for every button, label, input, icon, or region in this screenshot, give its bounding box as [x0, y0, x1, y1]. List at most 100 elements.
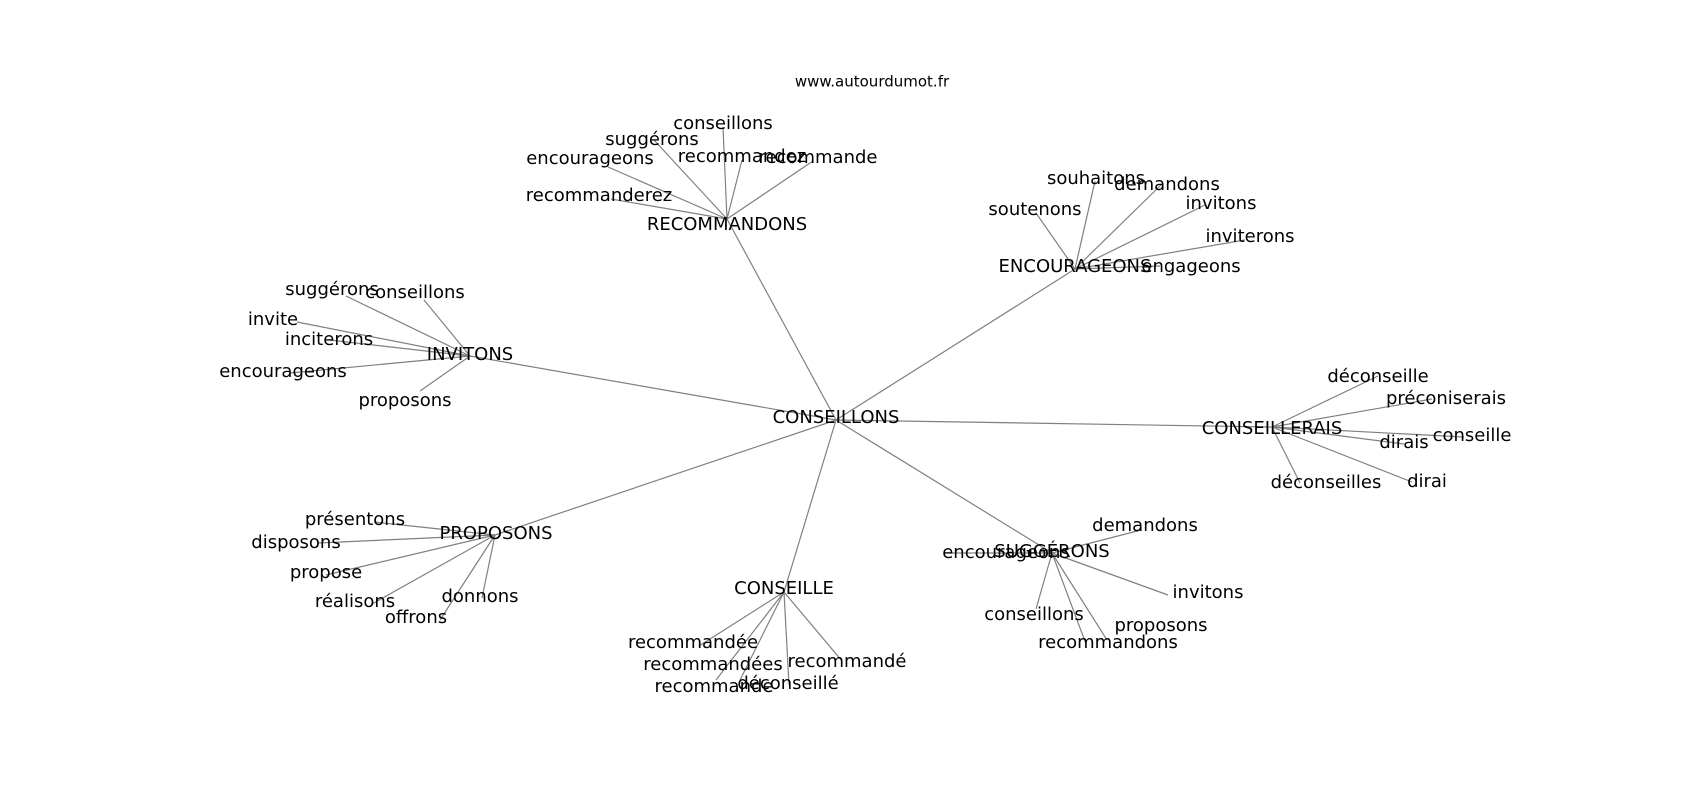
- word-node-label[interactable]: suggérons: [605, 129, 699, 150]
- word-node-label[interactable]: conseillons: [984, 604, 1084, 625]
- edge-center-hub: [469, 355, 837, 421]
- graph-labels: www.autourdumot.fr conseillonssuggéronse…: [219, 73, 1511, 698]
- word-node-label[interactable]: encourageons: [942, 542, 1070, 563]
- edge-hub-word: [715, 591, 785, 681]
- edge-center-hub: [835, 419, 1273, 428]
- word-node-label[interactable]: recommandées: [643, 654, 782, 675]
- edge-center-hub: [726, 218, 837, 421]
- word-node-label[interactable]: déconseillé: [737, 673, 838, 694]
- edge-hub-word: [1035, 552, 1053, 610]
- word-node-label[interactable]: réalisons: [315, 591, 395, 612]
- word-node-label[interactable]: déconseille: [1327, 366, 1428, 387]
- edge-hub-word: [1271, 375, 1379, 428]
- edge-hub-word: [726, 160, 814, 220]
- word-node-label[interactable]: présentons: [305, 509, 405, 530]
- word-node-label[interactable]: soutenons: [988, 199, 1081, 220]
- edge-hub-word: [317, 534, 496, 544]
- edge-hub-word: [722, 126, 728, 220]
- edge-hub-word: [1051, 552, 1169, 596]
- word-node-label[interactable]: conseillons: [673, 113, 773, 134]
- edge-hub-word: [1074, 239, 1246, 270]
- word-node-label[interactable]: préconiserais: [1386, 388, 1506, 409]
- word-node-label[interactable]: inciterons: [285, 329, 373, 350]
- edge-hub-word: [739, 591, 785, 681]
- word-node-label[interactable]: encourageons: [526, 148, 654, 169]
- edge-hub-word: [1271, 426, 1405, 445]
- word-node-label[interactable]: proposons: [1114, 615, 1207, 636]
- word-node-label[interactable]: invitons: [1173, 582, 1244, 603]
- edge-hub-word: [1074, 204, 1206, 270]
- edge-hub-word: [371, 534, 496, 605]
- edge-hub-word: [325, 534, 496, 576]
- word-node-label[interactable]: recommandée: [628, 632, 758, 653]
- hub-node-label[interactable]: ENCOURAGEONS: [999, 256, 1152, 277]
- edge-hub-word: [653, 139, 728, 220]
- word-node-label[interactable]: recommanderez: [526, 185, 673, 206]
- edge-center-hub: [835, 419, 1053, 554]
- word-node-label[interactable]: proposons: [358, 390, 451, 411]
- word-node-label[interactable]: recommandé: [788, 651, 907, 672]
- word-node-label[interactable]: conseille: [1433, 425, 1512, 446]
- edge-hub-word: [610, 198, 728, 220]
- word-node-label[interactable]: recommande: [759, 147, 878, 168]
- edge-hub-word: [345, 295, 471, 357]
- edge-hub-word: [1271, 398, 1433, 428]
- word-node-label[interactable]: invite: [248, 309, 298, 330]
- word-node-label[interactable]: dirais: [1379, 432, 1428, 453]
- hub-node-label[interactable]: SUGGÉRONS: [994, 540, 1109, 562]
- hub-node-label[interactable]: PROPOSONS: [439, 523, 552, 544]
- word-node-label[interactable]: encourageons: [219, 361, 347, 382]
- word-node-label[interactable]: demandons: [1092, 515, 1198, 536]
- word-node-label[interactable]: demandons: [1114, 174, 1220, 195]
- edge-hub-word: [289, 355, 471, 374]
- edge-center-hub: [835, 268, 1076, 421]
- word-node-label[interactable]: déconseilles: [1271, 472, 1382, 493]
- hub-node-label[interactable]: INVITONS: [427, 344, 513, 365]
- edge-hub-word: [1271, 426, 1465, 438]
- edge-center-hub: [494, 419, 837, 536]
- word-node-label[interactable]: propose: [290, 562, 362, 583]
- edge-hub-word: [783, 591, 843, 662]
- edge-hub-word: [328, 339, 471, 357]
- edge-hub-word: [1035, 212, 1076, 270]
- edge-center-hub: [783, 419, 837, 593]
- edge-hub-word: [373, 521, 496, 536]
- edge-hub-word: [1074, 180, 1096, 270]
- edge-hub-word: [419, 355, 471, 392]
- word-node-label[interactable]: dirai: [1407, 471, 1447, 492]
- edge-hub-word: [1051, 529, 1142, 554]
- center-node-label[interactable]: CONSEILLONS: [773, 407, 900, 428]
- word-node-label[interactable]: invitons: [1186, 193, 1257, 214]
- edge-hub-word: [1271, 426, 1301, 484]
- edge-hub-word: [783, 591, 790, 686]
- edge-hub-word: [698, 591, 785, 647]
- word-node-label[interactable]: donnons: [441, 586, 518, 607]
- word-node-label[interactable]: recommandez: [678, 146, 806, 167]
- watermark-text[interactable]: www.autourdumot.fr: [795, 73, 950, 91]
- edge-hub-word: [439, 534, 496, 621]
- word-node-label[interactable]: recommande: [655, 676, 774, 697]
- edge-hub-word: [1074, 183, 1163, 270]
- word-node-label[interactable]: disposons: [251, 532, 340, 553]
- word-node-label[interactable]: inviterons: [1206, 226, 1295, 247]
- word-node-label[interactable]: suggérons: [285, 279, 379, 300]
- graph-edges: [289, 126, 1465, 686]
- edge-hub-word: [1051, 552, 1108, 641]
- hub-node-label[interactable]: RECOMMANDONS: [647, 214, 807, 235]
- edge-hub-word: [423, 299, 471, 357]
- edge-hub-word: [607, 166, 728, 220]
- edge-hub-word: [1051, 552, 1087, 645]
- word-node-label[interactable]: offrons: [385, 607, 447, 628]
- edge-hub-word: [481, 534, 496, 599]
- hub-node-label[interactable]: CONSEILLE: [734, 578, 834, 599]
- edge-hub-word: [726, 159, 743, 220]
- word-node-label[interactable]: recommandons: [1038, 632, 1178, 653]
- word-node-label[interactable]: engageons: [1141, 256, 1240, 277]
- edge-hub-word: [296, 321, 471, 357]
- word-node-label[interactable]: conseillons: [365, 282, 465, 303]
- edge-hub-word: [1271, 426, 1413, 483]
- hub-node-label[interactable]: CONSEILLERAIS: [1202, 418, 1343, 439]
- word-node-label[interactable]: souhaitons: [1047, 168, 1145, 189]
- edge-hub-word: [1074, 265, 1161, 270]
